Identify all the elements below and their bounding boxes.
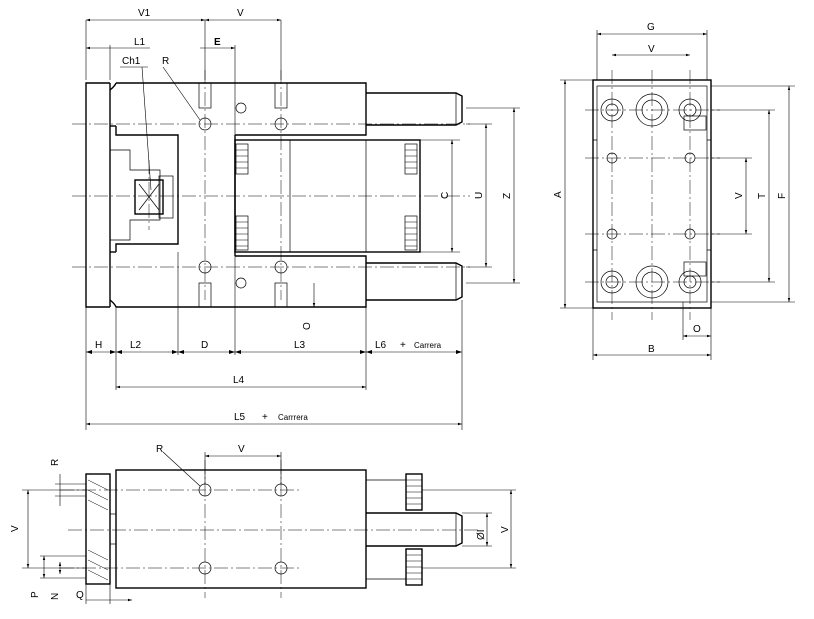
top-view-body [85, 82, 463, 308]
dim-label-phi-l: ØI [476, 529, 487, 540]
dim-label-t: T [757, 193, 768, 199]
dim-label-plus1: + [400, 340, 406, 351]
dim-label-v-left: V [10, 525, 21, 532]
side-view-centerlines [60, 460, 478, 598]
side-view-holes [198, 483, 288, 575]
dim-label-l6: L6 [375, 340, 387, 351]
side-view-body [85, 469, 463, 589]
dim-label-l5: L5 [234, 412, 246, 423]
dim-label-l4: L4 [233, 375, 245, 386]
top-view-holes [198, 82, 288, 308]
dim-label-v-side: V [734, 192, 745, 199]
side-view-dimensions [22, 451, 516, 604]
top-view-labels: V1 V L1 E Ch1 R C U Z O H L2 D L3 L6 + C… [95, 8, 513, 423]
dim-label-a: A [553, 191, 564, 198]
end-view-labels: G V A V T F B O [553, 22, 788, 355]
dim-label-o-end: O [693, 324, 701, 335]
dim-label-c: C [440, 192, 451, 199]
dim-label-l3: L3 [294, 340, 306, 351]
dim-label-f: F [777, 193, 788, 199]
dim-label-e: E [214, 37, 221, 48]
dim-label-q: Q [76, 590, 84, 601]
dim-label-l2: L2 [130, 340, 142, 351]
dim-label-u: U [474, 192, 485, 199]
dim-label-b: B [648, 344, 655, 355]
dim-label-o: O [302, 322, 313, 330]
end-view: G V A V T F B O [553, 22, 795, 360]
top-view-dimensions [85, 18, 520, 430]
dim-label-h: H [95, 340, 102, 351]
dim-label-v-right: V [500, 526, 511, 533]
dim-label-g: G [647, 22, 655, 33]
dim-label-r: R [162, 56, 169, 67]
dim-label-z: Z [502, 193, 513, 199]
dim-label-v-end: V [648, 44, 655, 55]
dim-label-r-side: R [50, 459, 61, 466]
end-view-dimensions [560, 30, 795, 360]
dim-label-v1: V1 [138, 8, 151, 19]
dim-label-p: P [30, 591, 41, 598]
dim-label-v-side-top: V [238, 444, 245, 455]
dim-label-plus2: + [262, 412, 268, 423]
dim-label-l1: L1 [134, 37, 146, 48]
dim-label-carrrera: Carrrera [278, 413, 308, 422]
dim-label-v: V [237, 8, 244, 19]
side-view: R V P N Q R V ØI V [10, 444, 516, 604]
dim-label-carrera: Carrera [414, 341, 442, 350]
top-view: V1 V L1 E Ch1 R C U Z O H L2 D L3 L6 + C… [72, 8, 520, 430]
dim-label-ch1: Ch1 [122, 56, 141, 67]
end-view-centerlines [585, 70, 720, 320]
top-view-hatches [235, 143, 418, 251]
top-view-centerlines [72, 70, 470, 300]
dim-label-n: N [50, 593, 61, 600]
side-view-labels: R V P N Q R V ØI V [10, 444, 511, 601]
dim-label-r-top: R [156, 444, 163, 455]
dim-label-d: D [201, 340, 208, 351]
